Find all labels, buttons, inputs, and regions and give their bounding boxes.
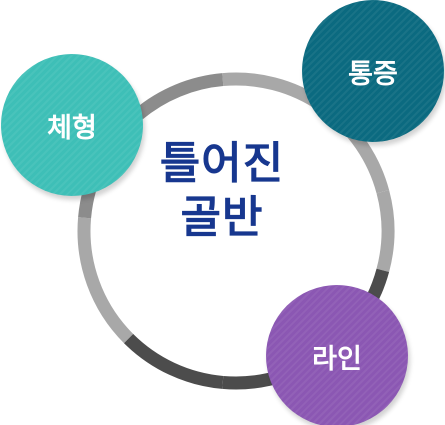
center-title: 틀어진 골반 [122, 137, 322, 245]
center-title-line-1: 틀어진 [159, 138, 285, 189]
ring-segment [77, 217, 134, 344]
node-body-shape-circle: 체형 [1, 54, 143, 196]
node-body-shape-label: 체형 [47, 112, 97, 144]
ring-segment [376, 189, 395, 273]
ring-segment [134, 73, 224, 120]
ring-segment [123, 333, 224, 389]
node-line-label: 라인 [312, 343, 362, 375]
center-title-line-2: 골반 [180, 192, 264, 243]
node-pain-circle: 통증 [302, 0, 444, 142]
node-pain-label: 통증 [348, 58, 398, 90]
node-line-circle: 라인 [266, 285, 408, 425]
